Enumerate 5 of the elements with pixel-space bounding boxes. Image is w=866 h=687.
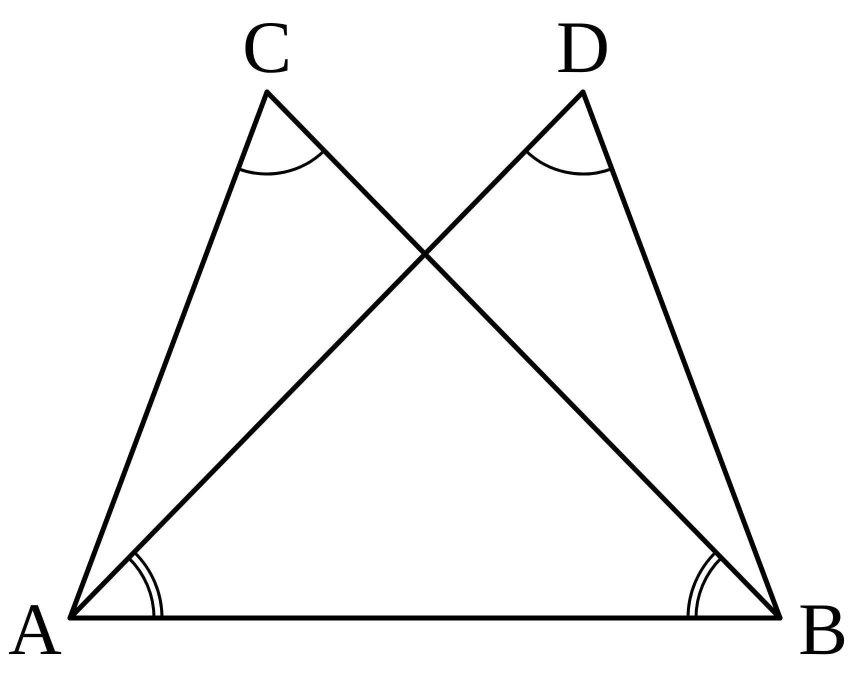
vertex-label: A [8,593,62,667]
vertex-label: B [798,593,848,667]
line-segment [68,616,782,620]
vertex-label: D [556,11,610,85]
vertex-label: C [242,11,292,85]
